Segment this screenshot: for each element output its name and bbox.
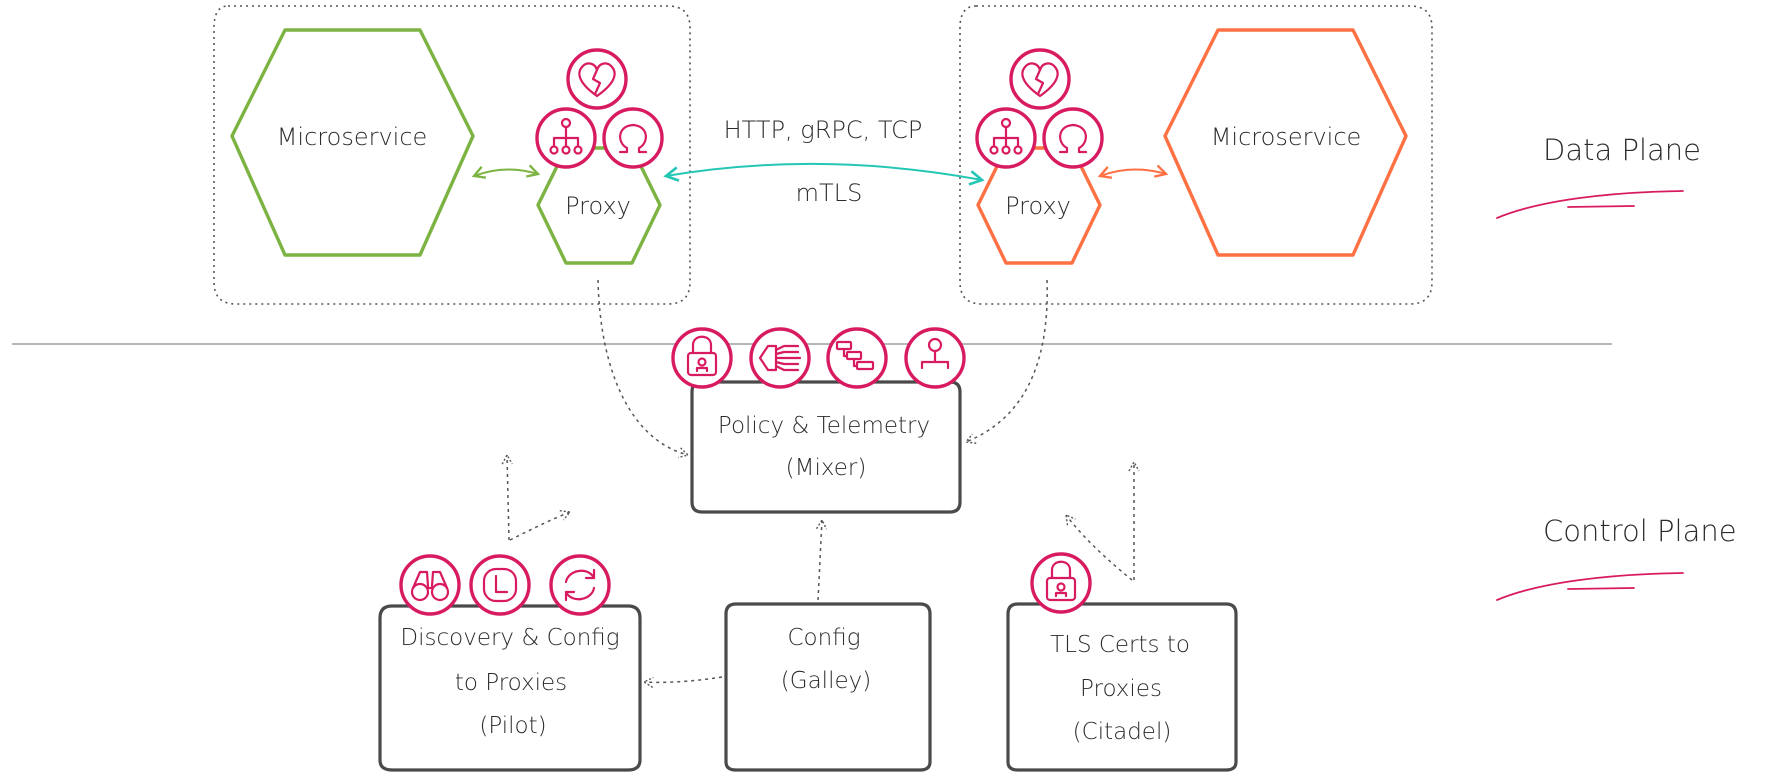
refresh-icon [549,554,611,616]
galley-title: Config [788,625,861,651]
right-proxy-to-mixer-arrow [964,279,1048,444]
mixer-box [690,380,962,514]
control-plane-label: Control Plane [1543,514,1737,548]
left-proxy-label: Proxy [565,192,631,220]
galley-to-pilot-arrow [642,676,723,689]
binoculars-icon [399,554,461,616]
right-proxy-label: Proxy [1005,192,1071,220]
citadel-left-arrow [1065,513,1133,581]
omega-icon [602,107,664,169]
right-service-proxy-arrow [1100,169,1166,176]
left-pod-frame [213,5,691,305]
pilot-up-arrow [501,453,513,541]
citadel-line2: Proxies [1080,676,1162,702]
right-microservice-label: Microservice [1211,123,1362,151]
left-microservice-hexagon [230,28,475,257]
data-plane-label: Data Plane [1543,133,1701,167]
lock-icon [671,327,733,389]
org-tree-icon [535,107,597,169]
omega-icon [1042,107,1104,169]
citadel-line1: TLS Certs to [1050,632,1190,658]
citadel-box [1006,602,1238,772]
mixer-title: Policy & Telemetry [718,413,930,439]
person-tree-icon [904,327,966,389]
pilot-box [378,604,642,772]
pilot-line1: Discovery & Config [400,625,619,651]
stairs-icon [826,327,888,389]
protocols-label: HTTP, gRPC, TCP [724,116,923,144]
left-microservice-label: Microservice [277,123,428,151]
control-plane-underline [1496,572,1684,601]
right-pod-frame [959,5,1433,305]
right-microservice-hexagon [1163,28,1408,257]
mtls-arrow [666,162,982,180]
org-tree-icon [975,107,1037,169]
clock-icon [469,554,531,616]
broken-heart-icon [1009,48,1071,110]
galley-box [724,602,932,772]
pilot-line2: to Proxies [455,670,567,696]
broken-heart-icon [566,48,628,110]
citadel-line3: (Citadel) [1073,719,1172,745]
left-service-proxy-arrow [474,169,538,176]
mtls-label: mTLS [796,179,863,207]
data-plane-underline [1496,190,1684,219]
mixer-subtitle: (Mixer) [786,455,867,481]
stream-split-icon [749,327,811,389]
lock-icon [1030,552,1092,614]
galley-subtitle: (Galley) [781,668,871,694]
pilot-line3: (Pilot) [479,713,546,739]
galley-to-mixer-arrow [815,518,828,601]
pilot-right-arrow [509,510,572,541]
